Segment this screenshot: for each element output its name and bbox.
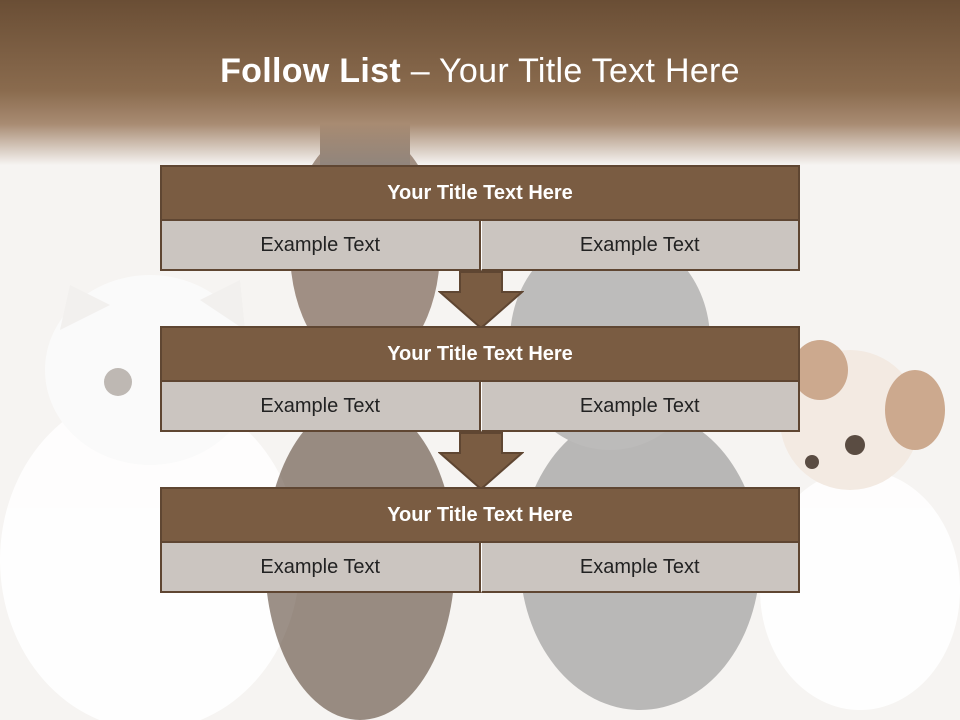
step-block-3: Your Title Text Here Example Text Exampl… xyxy=(160,487,800,593)
step-3-title: Your Title Text Here xyxy=(160,487,800,543)
step-3-left-text: Example Text xyxy=(160,543,481,593)
down-arrow-icon xyxy=(438,271,524,330)
step-block-1: Your Title Text Here Example Text Exampl… xyxy=(160,165,800,271)
slide-title-bold: Follow List xyxy=(220,52,401,90)
slide-title: Follow List – Your Title Text Here xyxy=(0,52,960,91)
step-block-2: Your Title Text Here Example Text Exampl… xyxy=(160,326,800,432)
down-arrow-icon xyxy=(438,432,524,491)
title-banner xyxy=(0,0,960,165)
step-2-left-text: Example Text xyxy=(160,382,481,432)
slide-title-rest: – Your Title Text Here xyxy=(400,52,740,90)
step-2-title: Your Title Text Here xyxy=(160,326,800,382)
step-1-left-text: Example Text xyxy=(160,221,481,271)
step-1-right-text: Example Text xyxy=(480,221,800,271)
step-3-right-text: Example Text xyxy=(480,543,800,593)
step-1-title: Your Title Text Here xyxy=(160,165,800,221)
step-2-right-text: Example Text xyxy=(480,382,800,432)
